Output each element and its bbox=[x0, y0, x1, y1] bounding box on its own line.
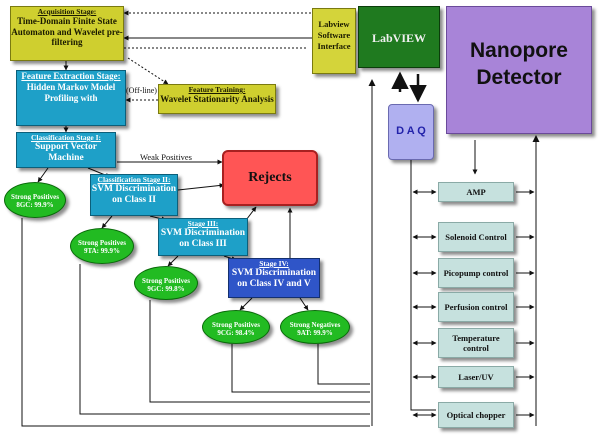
feature-extraction-body: Hidden Markov Model Profiling with bbox=[26, 82, 116, 103]
result-ellipse-8gc: Strong Positives 8GC: 99.9% bbox=[4, 182, 66, 218]
result-ellipse-9gc: Strong Positives 9GC: 99.8% bbox=[134, 266, 198, 300]
device-label: Solenoid Control bbox=[445, 232, 507, 242]
weak-positives-label: Weak Positives bbox=[140, 152, 192, 162]
ellipse-title: Strong Negatives bbox=[289, 321, 341, 329]
ellipse-title: Strong Positives bbox=[78, 239, 126, 247]
feature-extraction-box: Feature Extraction Stage: Hidden Markov … bbox=[16, 70, 126, 126]
device-box: Temperature control bbox=[438, 328, 514, 358]
classification-stage-3-box: Stage III: SVM Discrimination on Class I… bbox=[158, 218, 248, 256]
labview-box: LabVIEW bbox=[358, 6, 440, 68]
classification-stage-1-box: Classification Stage I: Support Vector M… bbox=[16, 132, 116, 168]
device-label: Optical chopper bbox=[446, 410, 506, 420]
ellipse-value: 9GC: 99.8% bbox=[147, 285, 185, 293]
device-label: AMP bbox=[466, 187, 486, 197]
device-box: Optical chopper bbox=[438, 402, 514, 428]
stage-2-label: Classification Stage II: bbox=[97, 175, 171, 184]
ellipse-title: Strong Positives bbox=[212, 321, 260, 329]
rejects-box: Rejects bbox=[222, 150, 318, 206]
acquisition-stage-box: Acquisition Stage: Time-Domain Finite St… bbox=[10, 6, 124, 61]
labview-software-label: Labview Software Interface bbox=[317, 19, 351, 51]
feature-extraction-label: Feature Extraction Stage: bbox=[21, 71, 121, 81]
ellipse-value: 9TA: 99.9% bbox=[83, 247, 121, 255]
feature-training-body: Wavelet Stationarity Analysis bbox=[160, 94, 274, 104]
device-box: AMP bbox=[438, 182, 514, 202]
device-box: Laser/UV bbox=[438, 366, 514, 388]
ellipse-value: 8GC: 99.9% bbox=[16, 201, 54, 209]
stage-2-body: SVM Discrimination on Class II bbox=[91, 184, 177, 205]
ellipse-title: Strong Positives bbox=[11, 193, 59, 201]
rejects-label: Rejects bbox=[248, 170, 292, 185]
classification-stage-4-box: Stage IV: SVM Discrimination on Class IV… bbox=[228, 258, 320, 298]
feature-training-box: Feature Training: Wavelet Stationarity A… bbox=[158, 84, 276, 114]
device-label: Temperature control bbox=[452, 333, 500, 353]
stage-4-label: Stage IV: bbox=[259, 259, 289, 268]
ellipse-value: 9AT: 99.9% bbox=[297, 329, 333, 337]
classification-stage-2-box: Classification Stage II: SVM Discriminat… bbox=[90, 174, 178, 216]
nanopore-label: Nanopore Detector bbox=[469, 39, 568, 89]
device-box: Perfusion control bbox=[438, 292, 514, 322]
device-label: Perfusion control bbox=[444, 302, 508, 312]
daq-label: D A Q bbox=[396, 125, 426, 137]
device-box: Solenoid Control bbox=[438, 222, 514, 252]
result-ellipse-9at: Strong Negatives 9AT: 99.9% bbox=[280, 310, 350, 344]
acquisition-stage-label: Acquisition Stage: bbox=[37, 7, 97, 16]
stage-3-body: SVM Discrimination on Class III bbox=[160, 228, 246, 249]
device-label: Picopump control bbox=[443, 268, 509, 278]
feature-training-label: Feature Training: bbox=[188, 85, 246, 94]
stage-4-body: SVM Discrimination on Class IV and V bbox=[231, 268, 317, 289]
ellipse-title: Strong Positives bbox=[142, 277, 190, 285]
nanopore-detector-box: Nanopore Detector bbox=[446, 6, 592, 134]
labview-software-interface-box: Labview Software Interface bbox=[312, 8, 356, 74]
daq-box: D A Q bbox=[388, 104, 434, 160]
device-label: Laser/UV bbox=[458, 372, 494, 382]
result-ellipse-9ta: Strong Positives 9TA: 99.9% bbox=[70, 228, 134, 264]
stage-3-label: Stage III: bbox=[187, 219, 219, 228]
device-box: Picopump control bbox=[438, 258, 514, 288]
stage-1-body: Support Vector Machine bbox=[34, 142, 98, 163]
result-ellipse-9cg: Strong Positives 9CG: 98.4% bbox=[202, 310, 270, 344]
stage-1-label: Classification Stage I: bbox=[31, 133, 101, 142]
labview-label: LabVIEW bbox=[371, 31, 427, 45]
acquisition-stage-body: Time-Domain Finite State Automaton and W… bbox=[11, 16, 123, 47]
offline-label: (Off-line) bbox=[126, 86, 157, 95]
ellipse-value: 9CG: 98.4% bbox=[217, 329, 255, 337]
